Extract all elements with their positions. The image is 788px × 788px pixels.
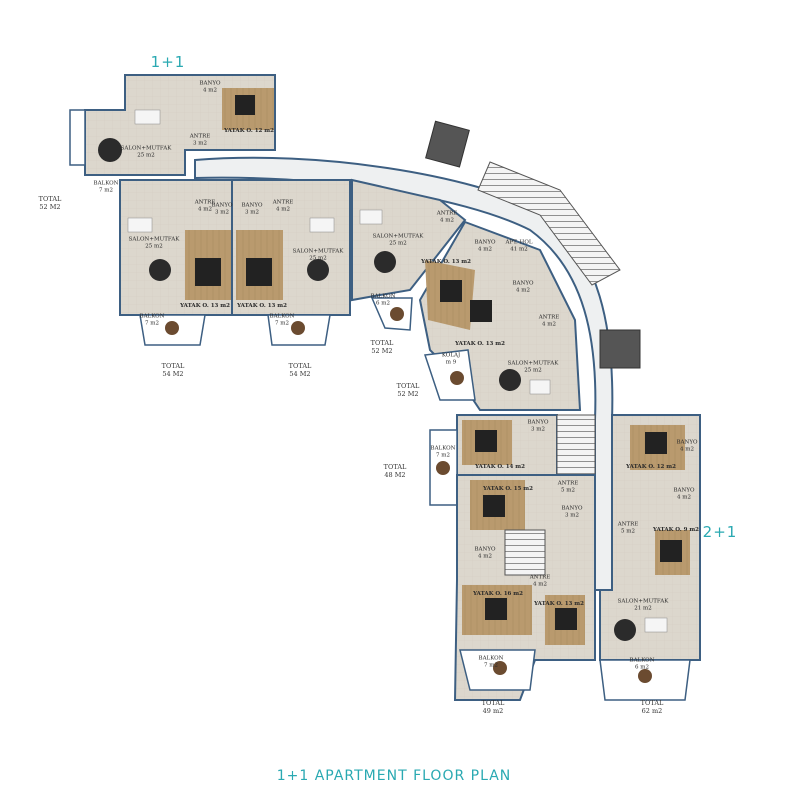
balconies-row <box>139 314 331 346</box>
apartment-2 <box>119 179 233 316</box>
room-label: YATAK O. 13 m2 <box>534 600 584 607</box>
main-stairs <box>425 120 641 369</box>
room-label: YATAK O. 13 m2 <box>421 258 471 265</box>
room-label: YATAK O. 14 m2 <box>475 463 525 470</box>
apartment-5 <box>418 220 582 411</box>
apartment-4 <box>351 178 467 331</box>
room-label: YATAK O. 9 m2 <box>653 526 699 533</box>
room-label: YATAK O. 12 m2 <box>626 463 676 470</box>
tag-2plus1: 2+1 <box>702 523 738 541</box>
apartment-1 <box>69 74 276 176</box>
room-label: YATAK O. 13 m2 <box>180 302 230 309</box>
apartment-7 <box>453 474 596 701</box>
room-label: YATAK O. 15 m2 <box>483 485 533 492</box>
room-label: YATAK O. 12 m2 <box>224 127 274 134</box>
room-label: YATAK O. 13 m2 <box>237 302 287 309</box>
tag-1plus1: 1+1 <box>150 53 186 71</box>
room-label: YATAK O. 13 m2 <box>455 340 505 347</box>
apartment-3 <box>231 179 351 316</box>
apartment-6 <box>429 414 596 506</box>
plan-title: 1+1 APARTMENT FLOOR PLAN <box>276 768 512 784</box>
apartment-2plus1 <box>599 414 701 701</box>
room-label: YATAK O. 16 m2 <box>473 590 523 597</box>
